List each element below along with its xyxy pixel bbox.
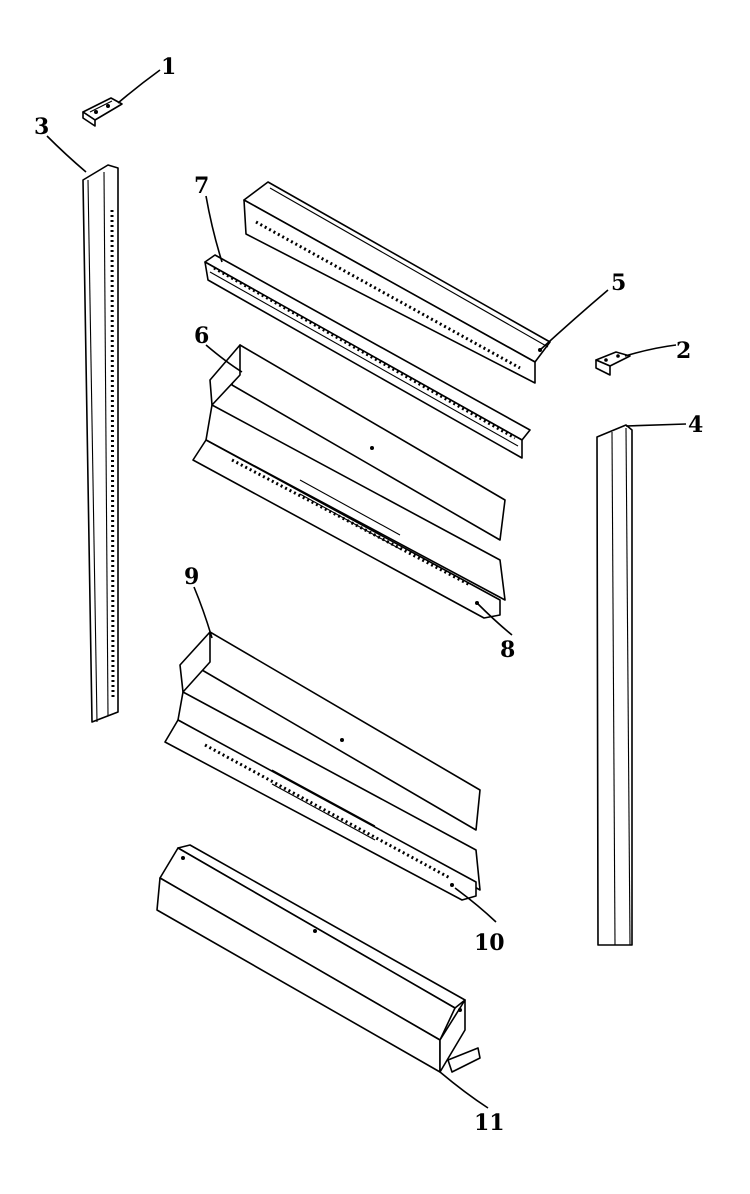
part-3-left-strip	[82, 164, 119, 723]
leader-11	[439, 1071, 489, 1109]
part-4-right-strip	[596, 424, 633, 946]
callout-3: 3	[34, 114, 49, 140]
part-1-clip	[82, 97, 123, 127]
part-9-lower-rail	[164, 631, 481, 901]
callout-9: 9	[184, 564, 199, 590]
part-7-perforated-bracket	[204, 254, 531, 459]
leader-7	[205, 195, 223, 263]
callout-5: 5	[611, 270, 626, 296]
callout-10: 10	[474, 930, 505, 956]
callout-6: 6	[194, 323, 209, 349]
leader-lines	[46, 69, 687, 1109]
callout-2: 2	[676, 338, 691, 364]
leader-1	[117, 69, 161, 104]
leader-3	[46, 135, 87, 173]
callouts: 1 2 3 4 5 6 7 8 9 10 11	[34, 54, 703, 1136]
leader-4	[625, 423, 687, 427]
leader-5	[539, 289, 609, 351]
leader-8	[476, 602, 513, 636]
leader-2	[624, 344, 677, 357]
part-11-bottom-channel	[156, 844, 481, 1073]
callout-7: 7	[194, 173, 209, 199]
callout-4: 4	[688, 412, 703, 438]
part-6-upper-rail	[192, 344, 506, 619]
leader-10	[454, 887, 497, 923]
part-2-clip	[595, 351, 631, 376]
callout-1: 1	[161, 54, 176, 80]
callout-11: 11	[474, 1110, 505, 1136]
leader-9	[193, 586, 213, 639]
part-5-top-channel	[243, 181, 551, 384]
leader-6	[205, 344, 243, 373]
callout-8: 8	[500, 637, 515, 663]
